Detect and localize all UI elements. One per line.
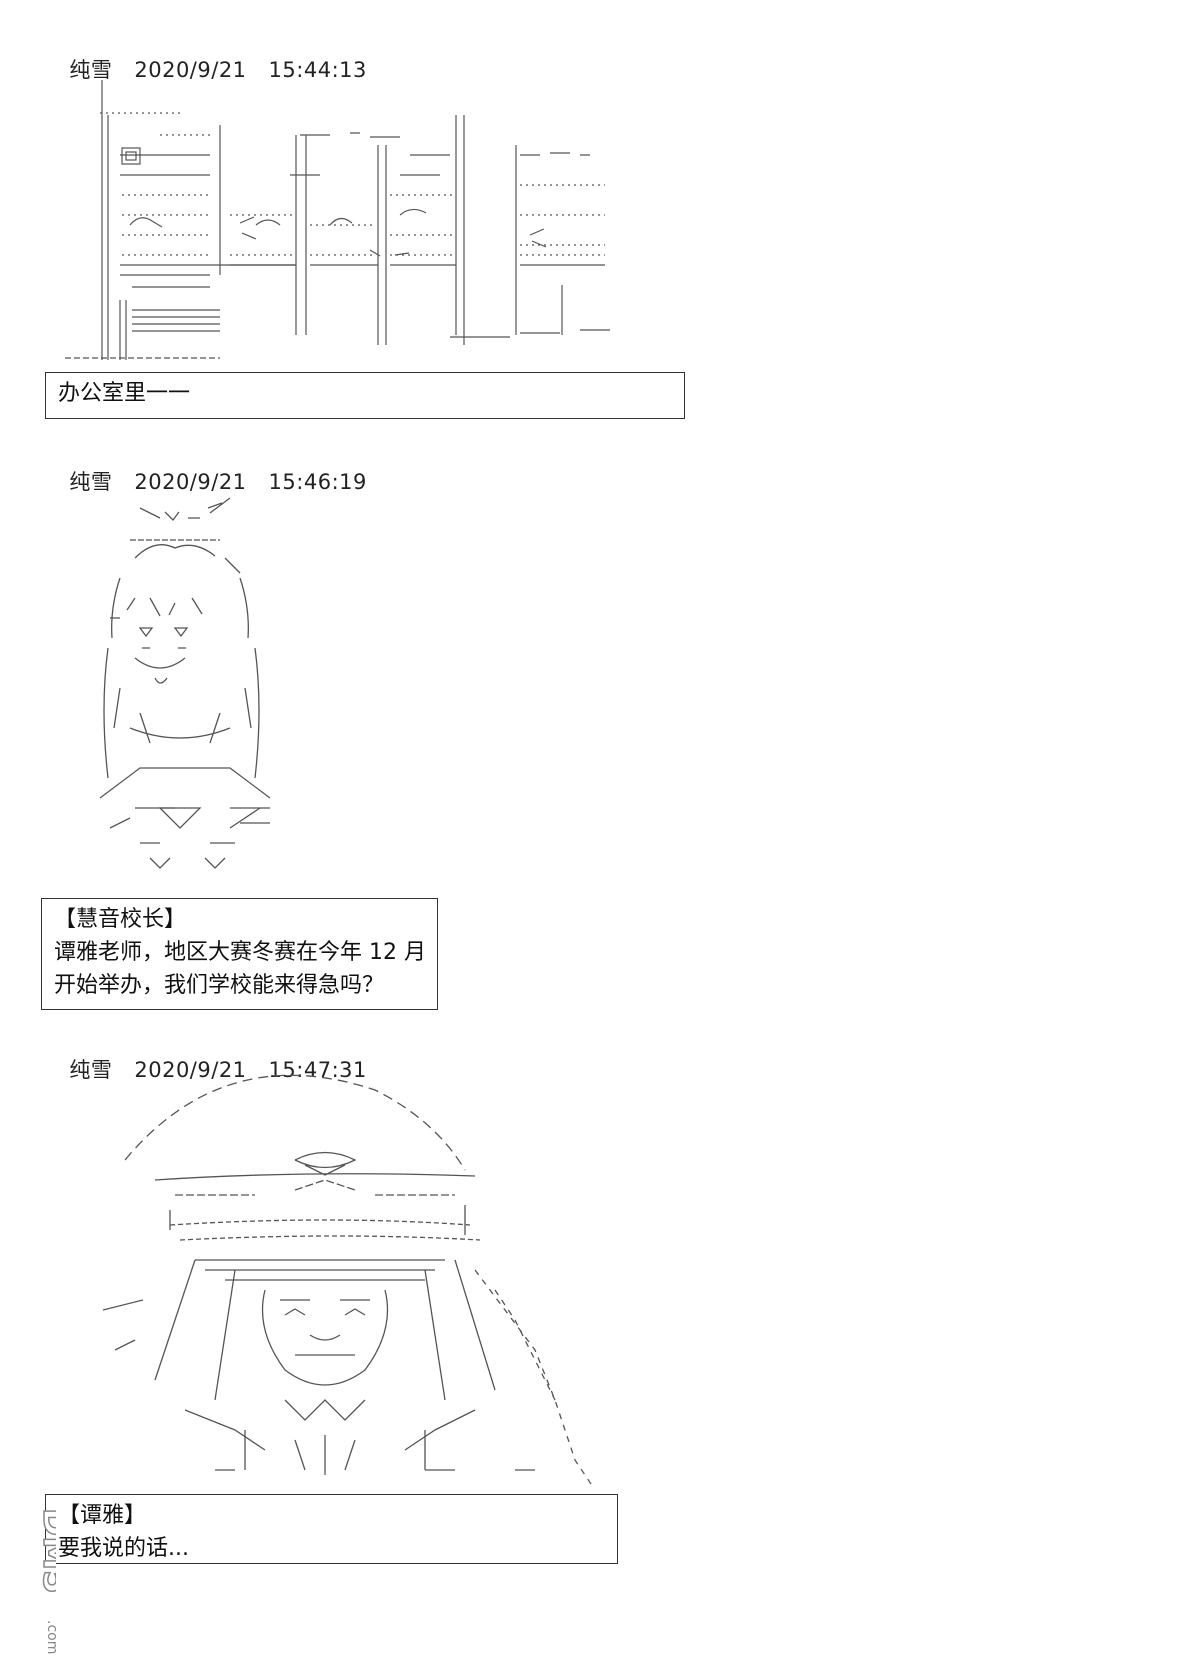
author-name: 纯雪 xyxy=(69,1058,113,1082)
post-header-1: 纯雪 2020/9/21 15:44:13 xyxy=(55,30,389,84)
watermark-suffix: .com xyxy=(44,1620,56,1654)
ascii-art-principal xyxy=(80,488,300,883)
dialog-line-1: 办公室里一一 xyxy=(58,381,191,406)
dialog-box-2: 【慧音校长】 谭雅老师，地区大赛冬赛在今年 12 月 开始举办，我们学校能来得急… xyxy=(41,898,438,1010)
author-name: 纯雪 xyxy=(69,58,113,82)
post-header-2: 纯雪 2020/9/21 15:46:19 xyxy=(55,442,389,496)
ascii-art-tanya xyxy=(95,1070,595,1485)
site-watermark-logo: DM5 .com xyxy=(10,1500,76,1670)
dialog-line-2: 开始举办，我们学校能来得急吗？ xyxy=(54,973,385,998)
post-time: 15:46:19 xyxy=(268,470,367,494)
post-time: 15:44:13 xyxy=(268,58,367,82)
speaker-name: 【谭雅】 xyxy=(58,1503,147,1528)
post-header-3: 纯雪 2020/9/21 15:47:31 xyxy=(55,1030,389,1084)
ascii-art-office xyxy=(60,75,620,370)
post-date: 2020/9/21 xyxy=(134,58,247,82)
speaker-name: 【慧音校长】 xyxy=(54,907,187,932)
dialog-box-3: 【谭雅】 要我说的话... xyxy=(45,1494,618,1564)
dialog-line-1: 要我说的话... xyxy=(58,1536,189,1561)
author-name: 纯雪 xyxy=(69,470,113,494)
post-date: 2020/9/21 xyxy=(134,470,247,494)
dialog-line-1: 谭雅老师，地区大赛冬赛在今年 12 月 xyxy=(54,940,426,965)
watermark-text: DM5 xyxy=(35,1508,56,1594)
post-date: 2020/9/21 xyxy=(134,1058,247,1082)
post-time: 15:47:31 xyxy=(268,1058,367,1082)
dialog-box-1: 办公室里一一 xyxy=(45,372,685,419)
